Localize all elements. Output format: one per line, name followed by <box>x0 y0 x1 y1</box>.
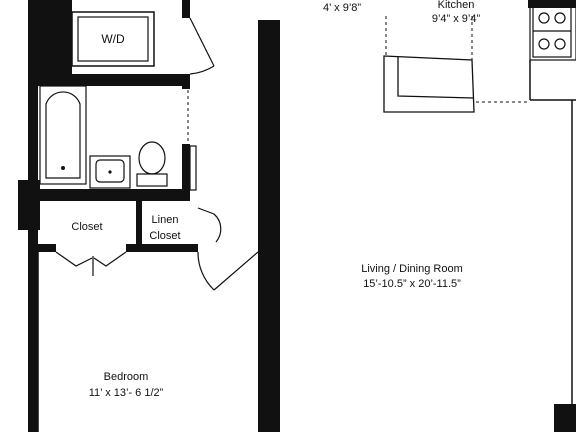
stove-top <box>532 6 572 58</box>
sink-drain <box>108 170 112 174</box>
bath-right-wall-lower <box>182 144 190 200</box>
closet-bifold-left <box>55 251 93 267</box>
stove-burner-2 <box>554 12 566 24</box>
top-door-swing <box>189 17 215 75</box>
washer-dryer-inner <box>77 16 149 62</box>
walls <box>18 0 576 432</box>
stove-body <box>529 3 576 61</box>
doors <box>55 17 259 291</box>
entry-size-label: 4’ x 9’8” <box>323 2 361 14</box>
washer-dryer: W/D <box>71 11 155 67</box>
stove-burner-3 <box>538 38 550 50</box>
stove-burner-1 <box>538 12 550 24</box>
top-partition-wall <box>38 74 190 86</box>
center-wall <box>258 20 280 432</box>
bedroom-name-label: Bedroom <box>104 371 149 383</box>
washer-dryer-outer <box>71 11 155 67</box>
bath-door-jamb-rect <box>189 145 197 191</box>
peninsula-inner <box>397 56 475 99</box>
closet-divider-wall <box>136 201 142 251</box>
sink-counter <box>89 155 131 189</box>
bathtub <box>39 85 87 185</box>
bathtub-outer <box>39 85 87 185</box>
bedroom-size-label: 11’ x 13’- 6 1/2” <box>89 387 164 399</box>
right-wall-lower <box>554 404 576 432</box>
washer-dryer-label: W/D <box>101 32 125 46</box>
top-wall-stub <box>182 0 190 18</box>
peninsula-outline <box>383 55 475 113</box>
closet-bifold-right <box>93 251 127 267</box>
linen-closet-label-line1: Linen <box>152 214 179 226</box>
left-wall-bump <box>18 180 40 230</box>
sink-basin <box>95 159 125 183</box>
kitchen-size-label: 9’4” x 9’4” <box>432 13 481 25</box>
left-upper-wall-block <box>28 0 72 82</box>
bath-door-jamb <box>189 145 197 191</box>
kitchen-peninsula <box>383 55 475 113</box>
stove <box>529 3 576 61</box>
toilet <box>136 141 168 187</box>
living-name-label: Living / Dining Room <box>361 263 463 275</box>
linen-closet-door <box>197 207 222 243</box>
thin-walls <box>37 60 576 432</box>
bedroom-door <box>197 251 259 291</box>
toilet-bowl <box>138 141 166 175</box>
linen-closet-label-line2: Closet <box>149 230 180 242</box>
bath-right-wall-upper <box>182 75 190 89</box>
closet-bottom-wall-right <box>126 244 198 252</box>
room-labels: 4’ x 9’8” Kitchen 9’4” x 9’4” Closet Lin… <box>71 0 480 399</box>
closet-bottom-wall-left <box>38 244 56 252</box>
toilet-tank <box>136 173 168 187</box>
stove-burner-4 <box>554 38 566 50</box>
bathtub-basin <box>45 91 81 179</box>
dashed-boundaries <box>187 16 528 144</box>
living-size-label: 15’-10.5” x 20’-11.5” <box>363 278 461 290</box>
closet-label: Closet <box>71 221 102 233</box>
bathtub-drain <box>61 166 65 170</box>
sink <box>89 155 131 189</box>
kitchen-name-label: Kitchen <box>438 0 475 11</box>
bath-bottom-wall <box>38 189 190 201</box>
